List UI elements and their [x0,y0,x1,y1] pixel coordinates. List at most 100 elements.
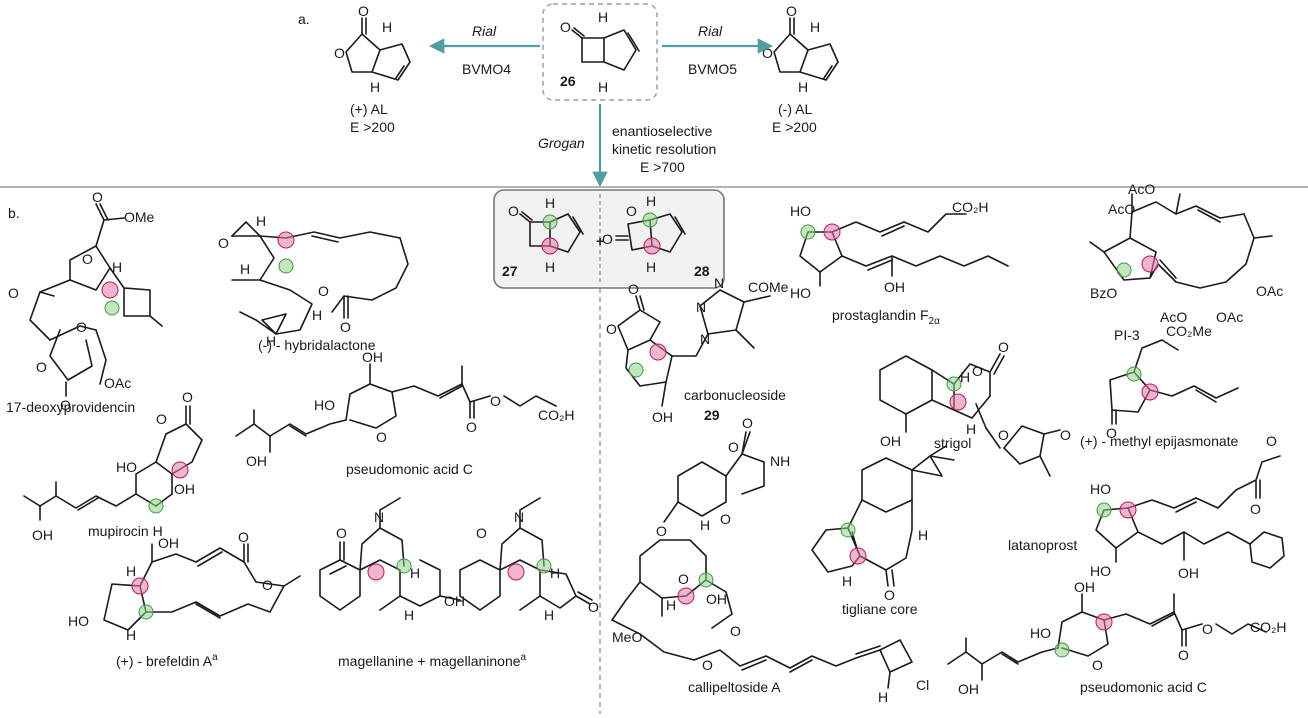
prostaglandin-subscript: 2α [929,316,941,327]
atom-oh: OH [1178,565,1199,581]
atom-bzo: BzO [1090,285,1117,301]
atom-h: H [878,689,888,705]
strigol-label: strigol [934,435,971,451]
methyl-epijasmonate-label: (+) - methyl epijasmonate [1080,433,1239,449]
brefeldin-structure: HO OH O O H H [68,529,301,643]
prostaglandin-label: prostaglandin F2α [832,307,940,327]
atom-o: O [182,389,193,405]
atom-ho: HO [314,397,335,413]
atom-o: O [998,427,1009,443]
atom-o: O [972,363,983,379]
compound-27-structure: O H H [508,195,584,275]
atom-o: O [1178,647,1189,663]
magellanine-name: magellanine + magellaninone [338,653,521,669]
atom-h: H [598,9,608,25]
atom-h: H [126,627,136,643]
atom-oh: OH [706,591,727,607]
atom-o: O [720,511,731,527]
atom-o: O [730,623,741,639]
atom-o: O [628,281,639,297]
compound-28-structure: O O H H [602,193,686,275]
plus-sign: + [596,233,604,249]
atom-o: O [340,319,351,335]
atom-o: O [602,231,613,247]
atom-ho: HO [790,203,811,219]
atom-h: H [598,79,608,95]
atom-o: O [588,599,599,615]
atom-h: H [312,307,322,323]
prostaglandin-name: prostaglandin F [832,307,929,323]
pseudomonic-acid-c-right-label: pseudomonic acid C [1080,679,1207,695]
atom-o: O [60,397,71,413]
hybridalactone-label: (-) - hybridalactone [258,337,376,353]
atom-h: H [550,565,560,581]
panel-b-label: b. [8,205,20,221]
atom-o: O [702,657,713,673]
atom-n: N [714,275,724,291]
pi3-structure: AcO AcO BzO AcO OAc OAc [1089,181,1283,325]
down-reagent-label: Grogan [538,135,585,151]
left-selectivity-label: E >200 [350,119,395,135]
atom-ome: OMe [124,209,155,225]
strigol-structure: O O H H OH O O [879,339,1071,477]
atom-o: O [8,285,19,301]
atom-h: H [666,597,676,613]
right-product-label: (-) AL [778,101,812,117]
carbonucleoside-structure: O O OH N N N COMe [606,275,789,425]
magellanine-label: magellanine + magellaninonea [338,652,527,669]
atom-o: O [76,319,87,335]
atom-h: H [545,195,555,211]
latanoprost-label: latanoprost [1008,537,1077,553]
atom-o: O [656,523,667,539]
mupirocin-h-structure: HO OH O O OH [23,389,203,543]
hybridalactone-structure: O H H O O H H [218,213,409,349]
atom-aco: AcO [1160,309,1187,325]
atom-o: O [998,339,1009,355]
atom-co2h: CO₂H [538,407,575,423]
atom-h: H [410,565,420,581]
pi3-label: PI-3 [1114,327,1140,343]
atom-h: H [240,261,250,277]
atom-h: H [810,19,820,35]
brefeldin-label: (+) - brefeldin Aa [116,652,218,669]
atom-o: O [36,359,47,375]
compound-number-28: 28 [694,263,710,279]
atom-h: H [544,607,554,623]
atom-o: O [728,439,739,455]
atom-h: H [646,193,656,209]
atom-h: H [700,517,710,533]
atom-n: N [700,331,710,347]
atom-oh: OH [958,681,979,697]
atom-o: O [1266,433,1277,449]
compound-26-structure: O H H [560,9,640,95]
right-reagent-label: Rial [698,23,723,39]
atom-aco: AcO [1128,181,1155,197]
atom-o: O [92,189,103,205]
atom-o: O [238,529,249,545]
atom-o: O [742,415,753,431]
atom-ho: HO [1030,625,1051,641]
atom-h: H [545,259,555,275]
atom-o: O [1250,501,1261,517]
down-condition-line2: kinetic resolution [612,141,716,157]
magellanine-superscript: a [521,652,527,663]
deoxyprovidencin-structure: O OMe O H O O O O OAc [8,189,163,413]
methyl-epijasmonate-structure: CO₂Me O [1106,323,1239,441]
atom-o: O [884,587,895,603]
right-enzyme-label: BVMO5 [688,61,737,77]
atom-n: N [696,299,706,315]
atom-o: O [560,19,571,35]
atom-o: O [358,3,369,19]
atom-n: N [374,509,384,525]
atom-o: O [466,419,477,435]
atom-h: H [112,259,122,275]
left-lactone-structure: O O H H [334,3,411,95]
atom-o: O [1202,621,1213,637]
pseudomonic-acid-c-left-label: pseudomonic acid C [346,461,473,477]
pseudomonic-acid-c-right-structure: HO OH OH O O O CO₂H [947,579,1287,697]
atom-oh: OH [884,279,905,295]
compound-number-29: 29 [704,407,720,423]
atom-oh: OH [444,593,465,609]
atom-o: O [376,429,387,445]
atom-h: H [842,573,852,589]
